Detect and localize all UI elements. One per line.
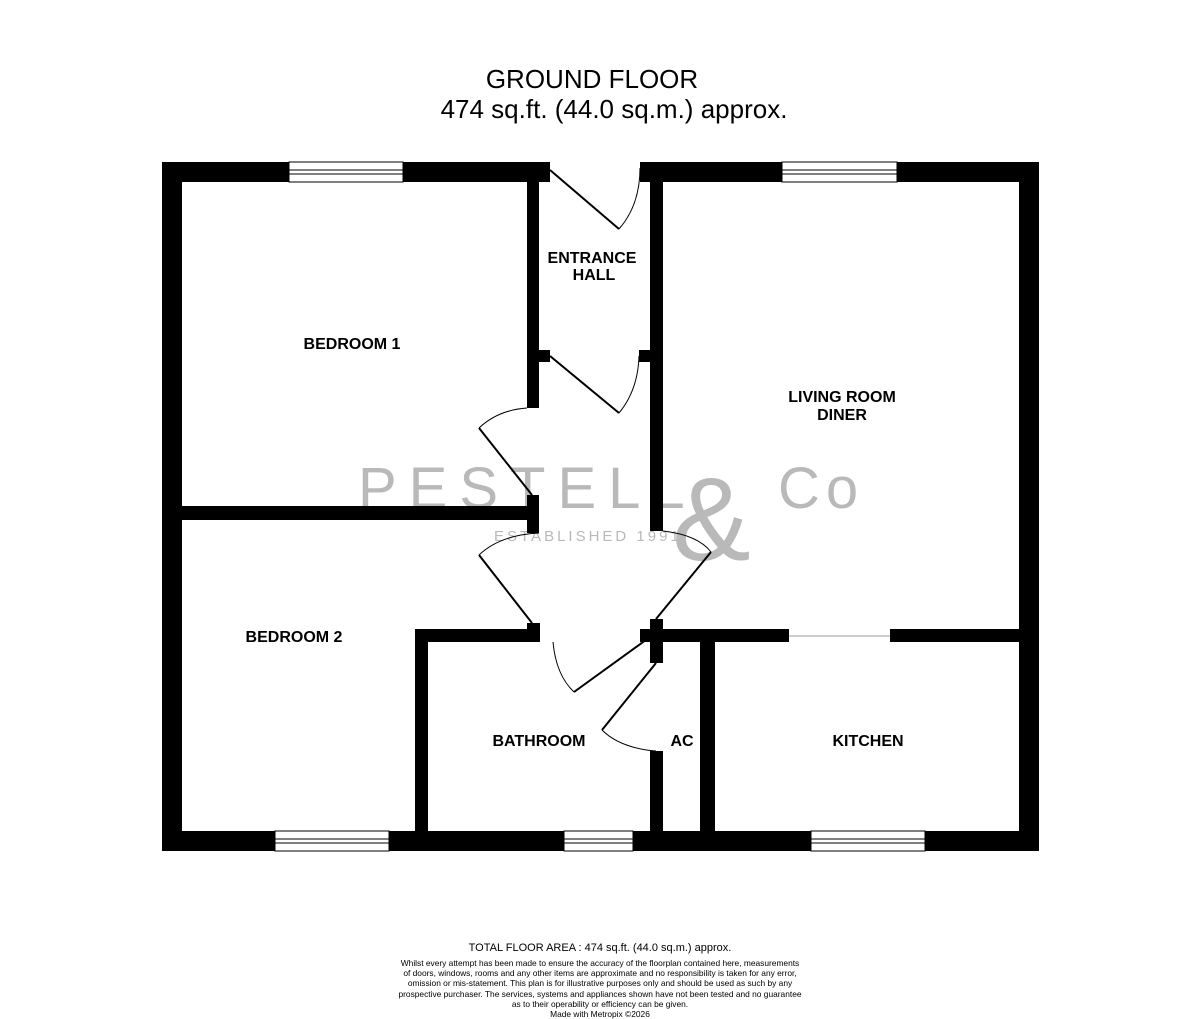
wall-bottom-c bbox=[633, 831, 811, 851]
label-bathroom: BATHROOM bbox=[492, 733, 585, 750]
doors bbox=[478, 167, 712, 752]
watermark-brand-right: Co bbox=[778, 456, 864, 521]
wall-top-right-b bbox=[897, 162, 1039, 182]
wall-kitchen-top-b bbox=[890, 629, 1039, 642]
room-labels: BEDROOM 1 ENTRANCE HALL LIVING ROOM DINE… bbox=[246, 250, 904, 750]
wall-top-left-b bbox=[403, 162, 550, 182]
wall-kitchen-top-a bbox=[663, 629, 789, 642]
window-kitchen bbox=[810, 830, 926, 852]
disclaimer-line: of doors, windows, rooms and any other i… bbox=[403, 968, 797, 979]
label-entrance-hall-2: HALL bbox=[573, 267, 616, 284]
door-living-room bbox=[655, 530, 712, 620]
label-kitchen: KITCHEN bbox=[832, 733, 903, 750]
disclaimer-line: omission or mis-statement. This plan is … bbox=[407, 978, 793, 989]
wall-top-right-a bbox=[640, 162, 782, 182]
window-bathroom bbox=[563, 830, 634, 852]
total-floor-area: TOTAL FLOOR AREA : 474 sq.ft. (44.0 sq.m… bbox=[468, 942, 732, 954]
wall-bottom-b bbox=[389, 831, 564, 851]
window-bedroom-2 bbox=[274, 830, 390, 852]
window-living-room bbox=[781, 161, 898, 183]
door-front bbox=[549, 167, 641, 230]
wall-hall-stub-right bbox=[639, 350, 650, 362]
wall-hall-left-upper bbox=[527, 162, 539, 408]
wall-bathroom-top bbox=[415, 629, 527, 642]
label-bedroom-2: BEDROOM 2 bbox=[246, 629, 343, 646]
floor-title: GROUND FLOOR 474 sq.ft. (44.0 sq.m.) app… bbox=[0, 64, 1200, 124]
label-entrance-hall-1: ENTRANCE bbox=[548, 250, 637, 267]
label-living-room-1: LIVING ROOM bbox=[788, 389, 896, 406]
floor-name: GROUND FLOOR bbox=[485, 64, 699, 94]
wall-ac-left bbox=[650, 751, 663, 851]
wall-top-left-a bbox=[162, 162, 289, 182]
door-bedroom-2 bbox=[478, 532, 540, 624]
label-ac: AC bbox=[670, 733, 694, 750]
wall-bedroom-divider bbox=[162, 506, 527, 520]
disclaimer-line: as to their operability or efficiency ca… bbox=[511, 998, 689, 1009]
label-bedroom-1: BEDROOM 1 bbox=[304, 336, 401, 353]
door-hall-inner bbox=[549, 355, 640, 414]
floor-area: 474 sq.ft. (44.0 sq.m.) approx. bbox=[440, 94, 788, 124]
interior-walls bbox=[162, 162, 1039, 851]
made-with-credit: Made with Metropix ©2026 bbox=[550, 1009, 650, 1019]
wall-right bbox=[1019, 162, 1039, 851]
watermark: PESTELL & Co ESTABLISHED 1991 bbox=[358, 454, 864, 586]
wall-hall-stub-left bbox=[539, 350, 550, 362]
disclaimer: Whilst every attempt has been made to en… bbox=[300, 958, 900, 1019]
wall-cupboard-post bbox=[650, 619, 663, 663]
door-bathroom bbox=[552, 636, 651, 693]
windows bbox=[274, 161, 926, 852]
disclaimer-line: prospective purchaser. The services, sys… bbox=[398, 988, 802, 999]
wall-hall-right bbox=[650, 162, 663, 531]
window-bedroom-1 bbox=[288, 161, 404, 183]
watermark-tagline: ESTABLISHED 1991 bbox=[494, 528, 682, 545]
exterior-walls bbox=[162, 162, 1039, 851]
wall-landing-stub bbox=[527, 495, 539, 533]
wall-bottom-a bbox=[162, 831, 275, 851]
label-living-room-2: DINER bbox=[817, 407, 867, 424]
wall-bathroom-top-stub bbox=[527, 623, 540, 642]
door-bedroom-1 bbox=[478, 407, 533, 496]
wall-bathroom-left bbox=[415, 629, 428, 851]
wall-bottom-d bbox=[925, 831, 1039, 851]
wall-cupboard-post-stub bbox=[640, 629, 650, 642]
watermark-ampersand: & bbox=[672, 454, 751, 586]
disclaimer-line: Whilst every attempt has been made to en… bbox=[400, 958, 800, 968]
wall-ac-right bbox=[700, 642, 715, 851]
door-airing-cupboard bbox=[601, 662, 657, 752]
